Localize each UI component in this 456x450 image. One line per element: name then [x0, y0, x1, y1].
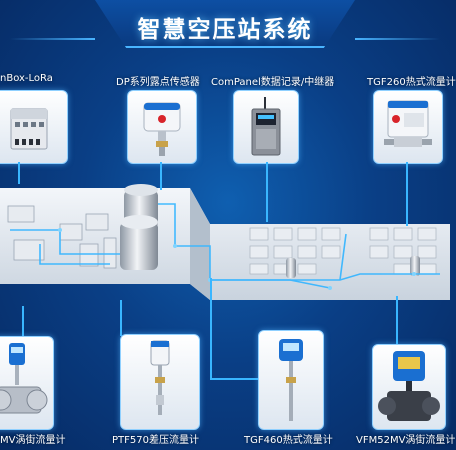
thermal-flowmeter-tgf460-icon: [279, 339, 303, 421]
device-card-nbox: [0, 90, 68, 164]
device-label-nbox: nBox-LoRa: [0, 73, 53, 84]
thermal-flowmeter-tgf260-icon: [384, 100, 432, 147]
device-card-tgf260: [373, 90, 443, 164]
connector-dp-sensor: [160, 162, 162, 190]
device-label-dp-sensor: DP系列露点传感器: [116, 77, 200, 88]
device-card-ptf570: [120, 334, 200, 430]
device-label-vfm52: VFM52MV涡街流量计: [356, 435, 456, 446]
device-card-tgf460: [258, 330, 324, 430]
device-card-mv: [0, 336, 54, 430]
connector-companel: [266, 162, 268, 222]
connector-tgf260: [406, 162, 408, 226]
device-label-ptf570: PTF570差压流量计: [112, 435, 199, 446]
title-banner: [95, 0, 355, 48]
dew-point-sensor-icon: [143, 102, 181, 156]
device-label-mv: MV涡街流量计: [0, 435, 66, 446]
connector-ptf570: [120, 300, 122, 336]
companel-device-icon: [251, 97, 281, 156]
title-wing-left: [10, 38, 95, 40]
device-label-tgf460: TGF460热式流量计: [244, 435, 333, 446]
device-label-companel: ComPanel数据记录/中继器: [211, 77, 335, 88]
page-title: 智慧空压站系统: [137, 17, 313, 43]
vortex-flowmeter-vfm52-icon: [378, 351, 440, 421]
device-card-dp-sensor: [127, 90, 197, 164]
connector-tgf460-horizontal: [210, 378, 258, 380]
differential-pressure-flowmeter-icon: [150, 340, 170, 415]
title-wing-right: [355, 38, 440, 40]
connector-mv: [22, 306, 24, 336]
connector-nbox: [18, 162, 20, 184]
connector-tgf460: [210, 278, 212, 378]
vortex-flowmeter-icon: [0, 343, 48, 414]
nbox-device-icon: [10, 108, 48, 150]
device-label-tgf260: TGF260热式流量计: [367, 77, 456, 88]
connector-vfm52: [396, 296, 398, 344]
device-card-vfm52: [372, 344, 446, 430]
compressor-station-floor: [0, 184, 450, 300]
device-card-companel: [233, 90, 299, 164]
